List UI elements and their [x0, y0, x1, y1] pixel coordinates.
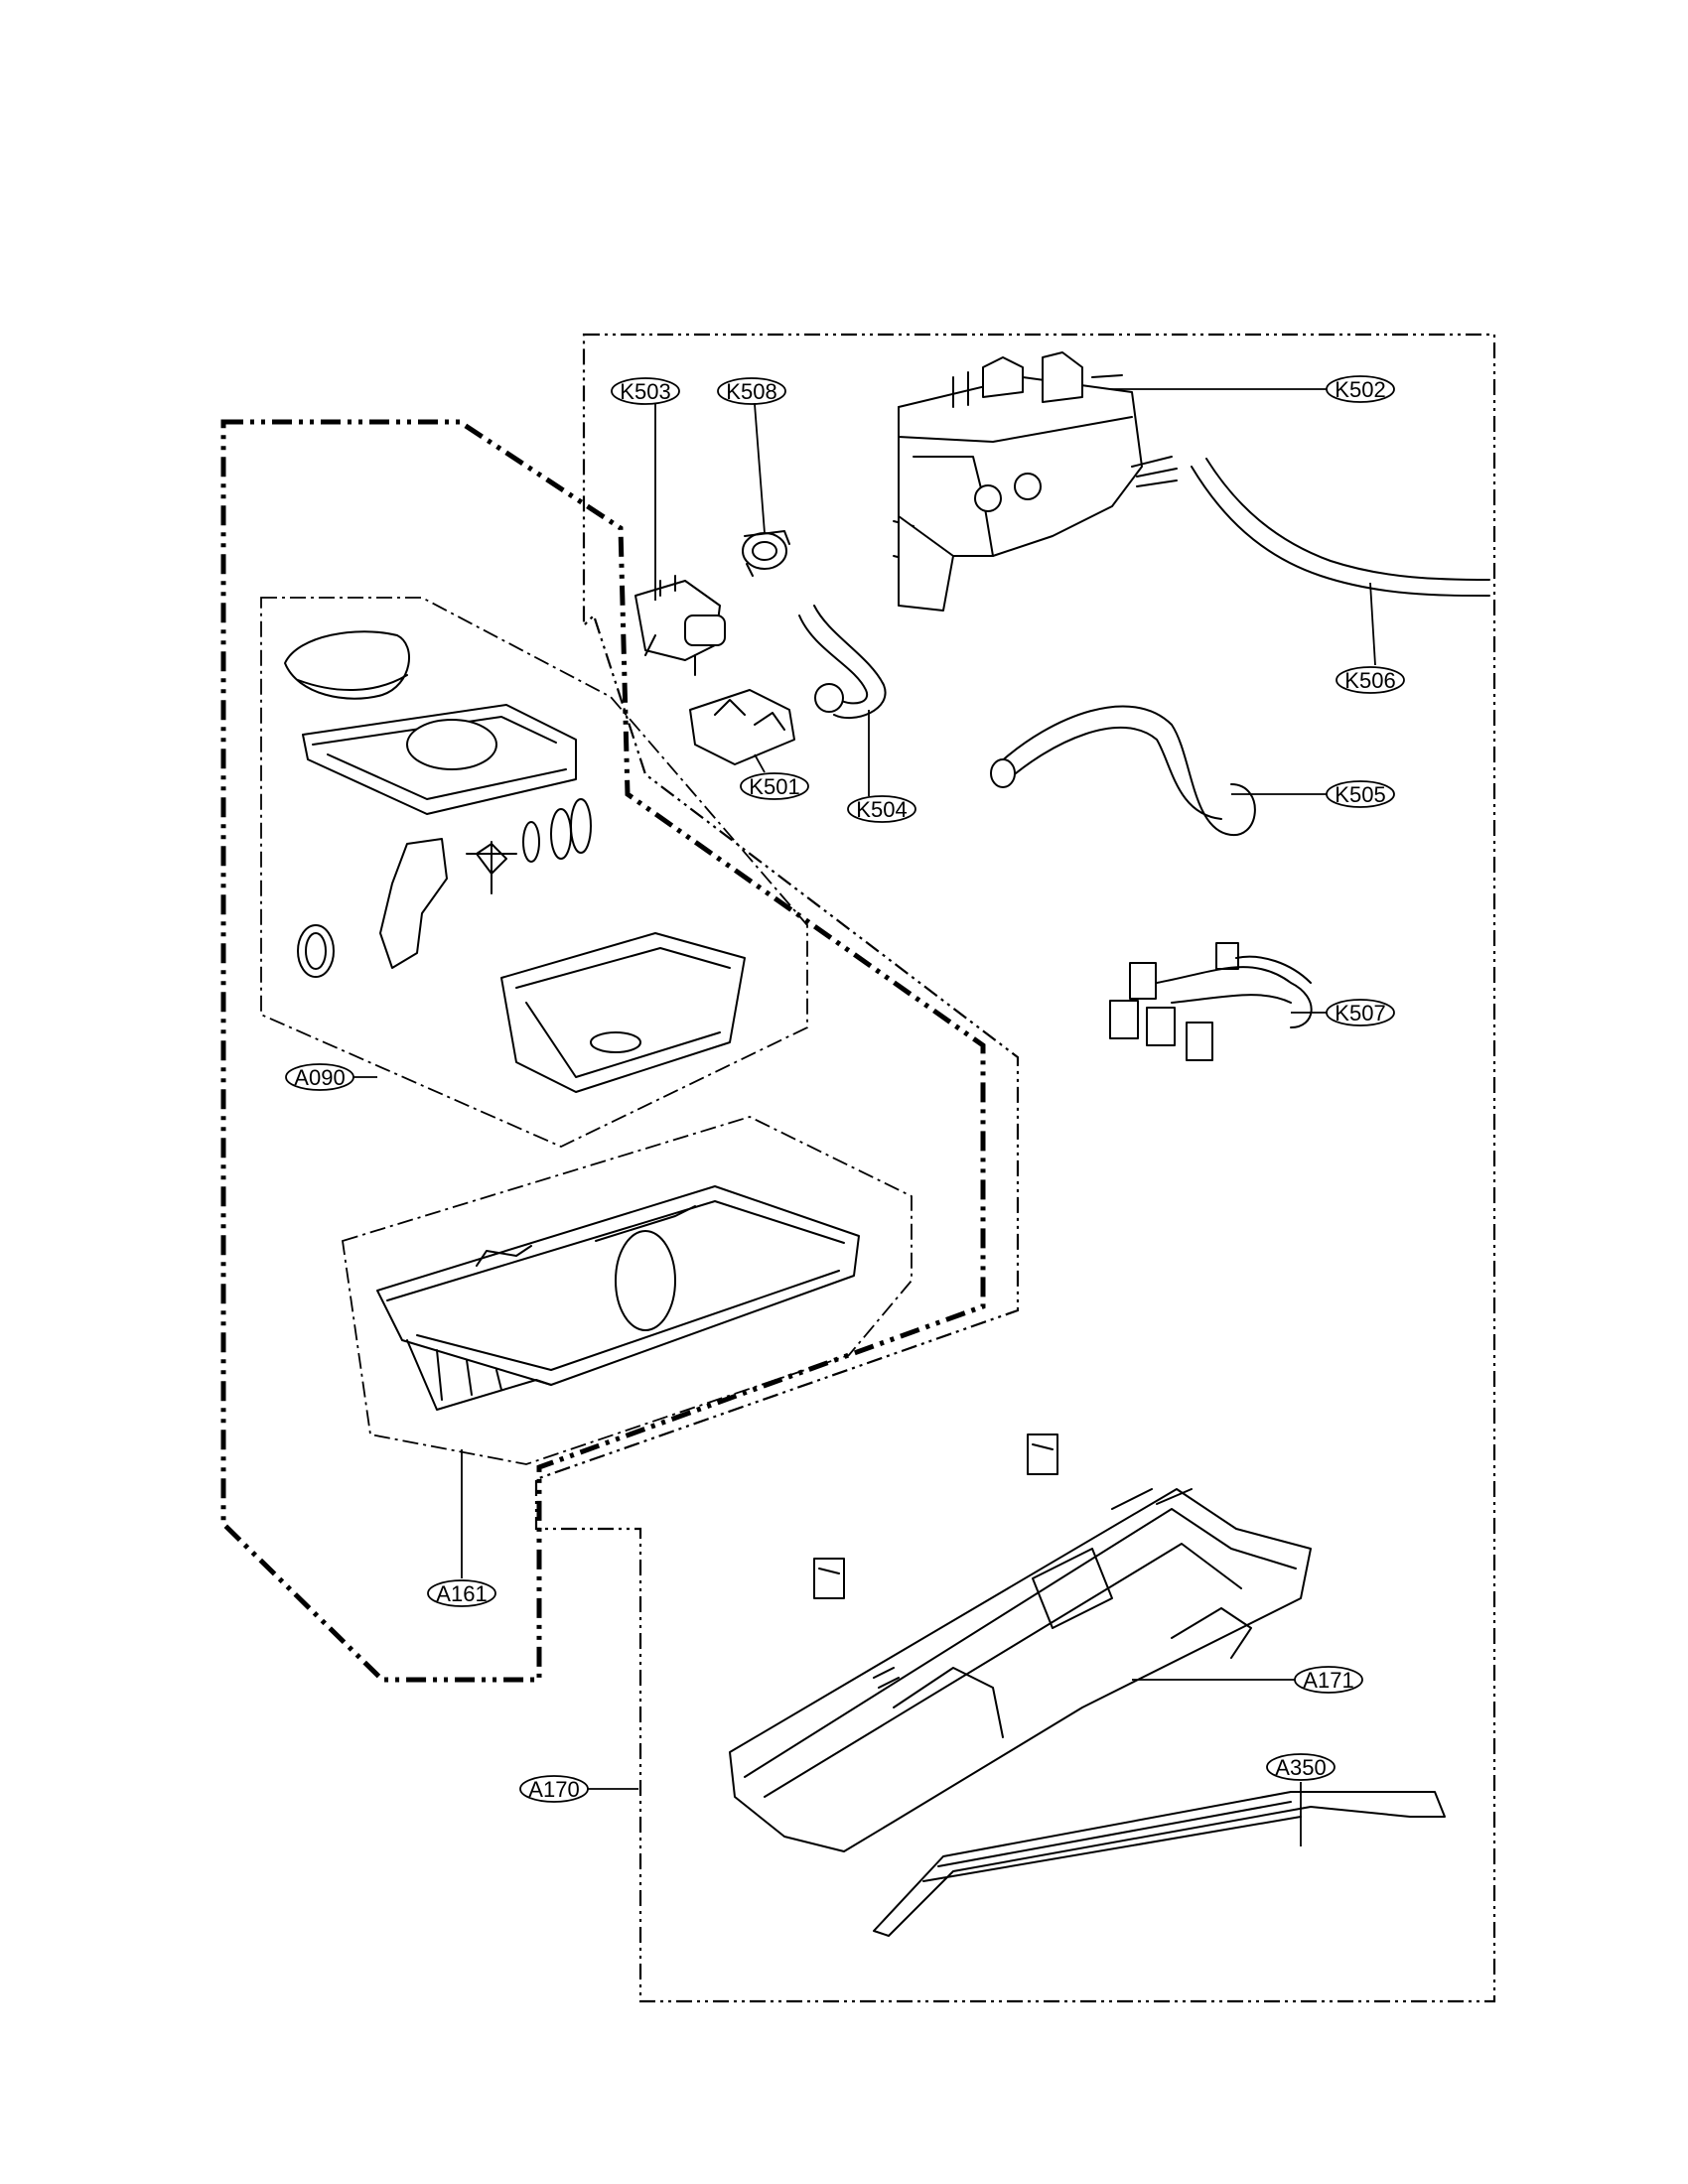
- callout-a090-text: A090: [294, 1065, 345, 1090]
- callout-k501-text: K501: [749, 774, 799, 799]
- hose-k505-end: [990, 758, 1016, 788]
- callout-a161: A161: [427, 1579, 496, 1607]
- basin-a090: [500, 932, 746, 1093]
- group-boundary-a161: [220, 419, 986, 1683]
- hose-k504-inner: [798, 614, 869, 705]
- group-boundary-a090: [260, 597, 808, 1148]
- steam-generator-k502: [893, 351, 1178, 612]
- valve-k503: [634, 575, 726, 676]
- base-shell-a171: [729, 1488, 1312, 1852]
- tub-a161: [376, 1185, 860, 1411]
- small-parts-a090: [297, 798, 592, 978]
- callout-k504-text: K504: [856, 797, 907, 822]
- callout-k502-text: K502: [1335, 377, 1385, 402]
- hose-k504-end: [814, 683, 844, 713]
- callout-k507: K507: [1326, 999, 1395, 1026]
- callout-k505: K505: [1326, 780, 1395, 808]
- hose-k505: [997, 705, 1256, 837]
- callout-k508-text: K508: [726, 379, 776, 404]
- tray-frame-a090: [302, 704, 577, 815]
- callout-k501: K501: [740, 772, 809, 800]
- callout-k506-text: K506: [1344, 668, 1395, 693]
- callout-k506: K506: [1336, 666, 1405, 694]
- hose-k506-inner: [1205, 458, 1490, 581]
- rail-a350: [873, 1791, 1446, 1937]
- cover-a090: [284, 630, 410, 700]
- callout-k504: K504: [847, 795, 916, 823]
- callout-a161-text: A161: [436, 1581, 487, 1606]
- callout-a171: A171: [1294, 1666, 1363, 1694]
- bracket-k501: [689, 689, 795, 765]
- clips-a171: [813, 1433, 1058, 1599]
- group-boundary-main: [534, 333, 1496, 2003]
- callout-a090: A090: [285, 1063, 354, 1091]
- hose-k504: [813, 605, 887, 720]
- callout-a170: A170: [519, 1775, 589, 1803]
- group-boundary-a161-tub: [341, 1116, 913, 1465]
- callout-a350-text: A350: [1275, 1755, 1326, 1780]
- callout-a171-text: A171: [1303, 1668, 1353, 1693]
- hose-k505-inner: [1002, 726, 1222, 820]
- wire-harness-k507: [1109, 942, 1313, 1061]
- callout-k503-text: K503: [620, 379, 670, 404]
- callout-a170-text: A170: [528, 1777, 579, 1802]
- callout-k508: K508: [717, 377, 786, 405]
- callout-k507-text: K507: [1335, 1001, 1385, 1025]
- callout-a350: A350: [1266, 1753, 1336, 1781]
- callout-k503: K503: [611, 377, 680, 405]
- hose-k506: [1191, 466, 1490, 597]
- leader-lines: [352, 388, 1376, 1846]
- clamp-k508: [742, 530, 790, 577]
- callout-k505-text: K505: [1335, 782, 1385, 807]
- callout-k502: K502: [1326, 375, 1395, 403]
